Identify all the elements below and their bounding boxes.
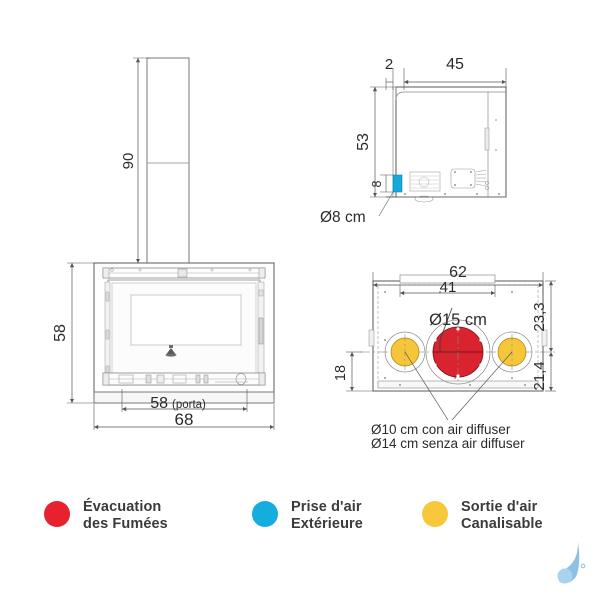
legend-item-ducted-air-outlet: Sortie d'air Canalisable [422, 493, 582, 533]
yellow-circle-icon [422, 501, 448, 527]
dim-plan-inner-width-label: 41 [440, 279, 457, 296]
dim-door-width-label: 58 [150, 395, 168, 412]
dim-body-height-label: 58 [52, 324, 69, 342]
legend-item-ducted-air-outlet-text: Sortie d'air Canalisable [461, 493, 543, 533]
callout-duct-with-diffuser-label: Ø10 cm con air diffuser [371, 422, 511, 437]
callout-air-inlet-diameter-label: Ø8 cm [320, 209, 366, 226]
dim-rear-gap: 2 [385, 56, 394, 90]
legend-line-2: Extérieure [291, 516, 363, 532]
dim-overall-width-label: 68 [175, 410, 194, 429]
blue-circle-icon [252, 501, 278, 527]
callout-duct-leaders [404, 351, 513, 421]
dim-overall-width: 68 [93, 404, 275, 430]
front-elevation-view: 90 [52, 57, 275, 430]
legend-line-2: des Fumées [83, 516, 168, 532]
front-glass-window [130, 294, 242, 346]
dim-plan-overall-width: 62 [372, 264, 544, 290]
legend-line-1: Évacuation [83, 499, 162, 515]
dim-plan-front-depth: 21,4 [531, 352, 556, 392]
dim-depth: 45 [403, 56, 507, 90]
dim-plan-outlet-offset: 18 [333, 351, 380, 392]
water-drop-logo-bubble [557, 568, 573, 584]
dim-door-width-suffix: (porta) [172, 399, 206, 411]
registered-mark-icon [580, 563, 586, 569]
legend-line-2: Canalisable [461, 516, 543, 532]
air-inlet-marker [392, 174, 403, 193]
front-top-trim [102, 267, 266, 279]
dim-plan-inner-width: 41 [399, 279, 496, 297]
front-flue-pipe [146, 57, 190, 264]
callout-flue-diameter: Ø15 cm [429, 307, 487, 353]
dim-plan-overall-width-label: 62 [449, 264, 467, 281]
water-drop-logo [557, 542, 586, 584]
red-circle-icon [44, 501, 70, 527]
dim-plan-rear-depth-label: 23,3 [531, 302, 548, 331]
top-plan-view: Ø15 cm 62 41 [333, 264, 556, 451]
side-internal-components [404, 119, 500, 203]
dim-side-height: 53 [355, 86, 398, 198]
dim-body-height: 58 [52, 262, 97, 404]
plan-screw-dots [384, 291, 526, 386]
dim-flue-height: 90 [120, 57, 150, 264]
callout-flue-diameter-label: Ø15 cm [429, 311, 487, 329]
dim-depth-label: 45 [446, 56, 464, 73]
dim-door-width: 58 (porta) [121, 389, 248, 412]
front-brand-emblem [165, 345, 177, 357]
legend-item-smoke-outlet-text: Évacuation des Fumées [83, 493, 168, 533]
callout-air-inlet-diameter: Ø8 cm [320, 191, 394, 226]
dim-plan-rear-depth: 23,3 [531, 280, 556, 352]
legend-line-1: Prise d'air [291, 499, 362, 515]
legend-item-air-intake-text: Prise d'air Extérieure [291, 493, 363, 533]
side-elevation-view: 2 45 53 8 [320, 56, 507, 226]
legend-line-1: Sortie d'air [461, 499, 538, 515]
legend: Évacuation des Fumées Prise d'air Extéri… [0, 493, 600, 563]
legend-item-air-intake: Prise d'air Extérieure [252, 493, 404, 533]
dim-flue-height-label: 90 [120, 153, 137, 170]
legend-item-smoke-outlet: Évacuation des Fumées [44, 493, 234, 533]
dim-air-inlet-height: 8 [370, 174, 394, 193]
dim-side-height-label: 53 [355, 133, 372, 151]
front-bottom-trim [102, 372, 266, 386]
dim-rear-gap-label: 2 [385, 56, 393, 73]
dim-plan-outlet-offset-label: 18 [333, 365, 349, 381]
dim-air-inlet-height-label: 8 [370, 180, 384, 187]
dim-plan-front-depth-label: 21,4 [531, 361, 548, 390]
callout-duct-without-diffuser-label: Ø14 cm senza air diffuser [371, 436, 525, 451]
